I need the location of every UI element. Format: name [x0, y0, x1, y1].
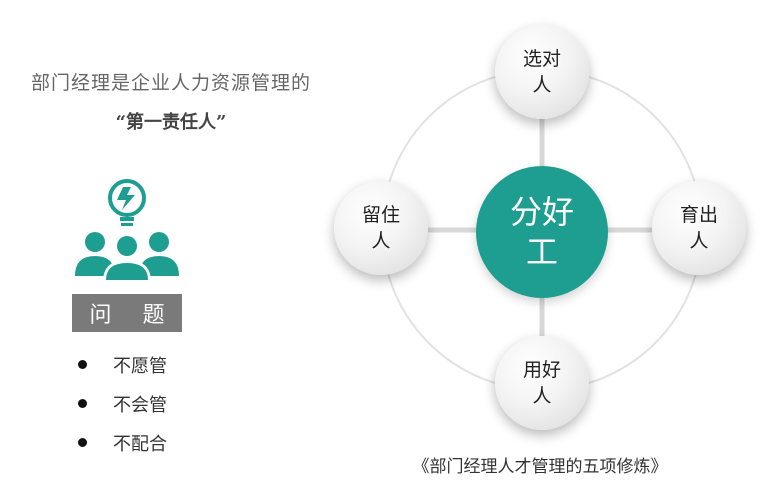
list-item-label: 不会管: [113, 394, 167, 416]
issue-label: 问 题: [72, 294, 182, 332]
bullet-icon: [78, 438, 87, 447]
management-cycle-diagram: 选对人 育出人 用好人 留住人 分好工: [326, 18, 770, 448]
bullet-icon: [78, 360, 87, 369]
caption: 《部门经理人才管理的五项修炼》: [412, 457, 668, 477]
node-use-people: 用好人: [495, 336, 589, 430]
node-select-people: 选对人: [495, 25, 589, 119]
node-develop-people: 育出人: [652, 181, 746, 275]
list-item: 不配合: [78, 423, 167, 462]
team-idea-icon: [73, 178, 181, 282]
node-retain-people: 留住人: [334, 181, 428, 275]
list-item: 不会管: [78, 384, 167, 423]
issue-list: 不愿管 不会管 不配合: [78, 345, 167, 462]
subline: “第一责任人”: [115, 112, 227, 133]
node-divide-work: 分好工: [476, 166, 608, 298]
headline: 部门经理是企业人力资源管理的: [30, 72, 311, 94]
list-item-label: 不愿管: [113, 355, 167, 377]
bullet-icon: [78, 399, 87, 408]
list-item: 不愿管: [78, 345, 167, 384]
list-item-label: 不配合: [113, 433, 167, 455]
